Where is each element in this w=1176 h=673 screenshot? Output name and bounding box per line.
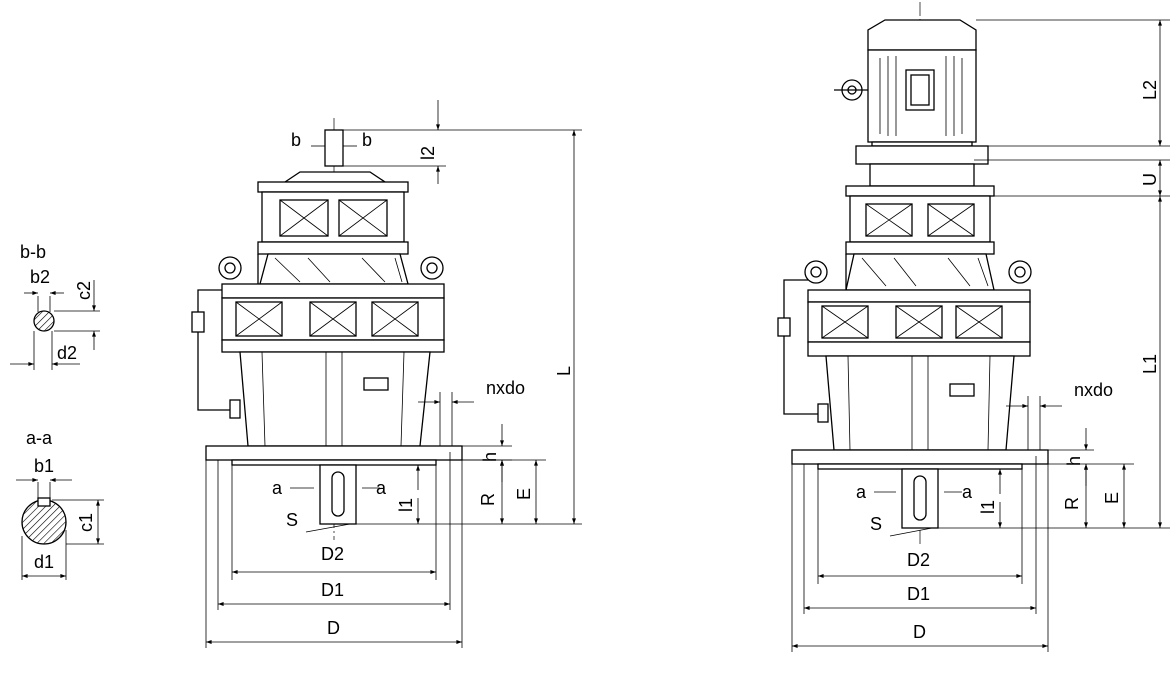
left-l1-label: l1 bbox=[396, 498, 416, 512]
right-D2-label: D2 bbox=[907, 550, 930, 570]
left-lifting-eye-right bbox=[420, 256, 444, 280]
left-section-mark-b1: b bbox=[291, 130, 301, 150]
right-U-label: U bbox=[1140, 173, 1160, 186]
left-reducer-view: b b bbox=[191, 100, 582, 648]
section-b-b-title: b-b bbox=[20, 242, 46, 262]
left-R-label: R bbox=[478, 493, 498, 506]
left-section-mark-a1: a bbox=[272, 478, 283, 498]
right-D-label: D bbox=[913, 622, 926, 642]
right-motor-reducer-view: a a S L2 U L1 nxdo h l1 bbox=[777, 2, 1170, 652]
left-section-mark-b2: b bbox=[362, 130, 372, 150]
right-base-flange bbox=[791, 449, 1049, 465]
right-upper-housing bbox=[849, 195, 991, 243]
right-lifting-eye-right bbox=[1008, 260, 1032, 284]
right-motor-top bbox=[867, 19, 977, 51]
left-h-label: h bbox=[480, 452, 500, 462]
right-output-shaft bbox=[901, 468, 939, 529]
left-nxdo-label: nxdo bbox=[486, 378, 525, 398]
right-S-label: S bbox=[870, 514, 882, 534]
left-E-label: E bbox=[514, 488, 534, 500]
section-a-a: a-a b1 c1 d1 bbox=[16, 428, 104, 580]
right-nxdo-label: nxdo bbox=[1074, 380, 1113, 400]
left-base-flange bbox=[205, 445, 463, 461]
right-R-label: R bbox=[1062, 497, 1082, 510]
left-D1-label: D1 bbox=[321, 580, 344, 600]
right-E-label: E bbox=[1102, 492, 1122, 504]
section-b-b: b-b b2 c2 d2 bbox=[10, 242, 100, 370]
right-lifting-eye-left bbox=[804, 260, 828, 284]
b2-label: b2 bbox=[30, 267, 50, 287]
right-L2-label: L2 bbox=[1140, 80, 1160, 100]
section-a-a-title: a-a bbox=[26, 428, 53, 448]
left-input-shaft bbox=[324, 129, 344, 167]
left-D-label: D bbox=[327, 618, 340, 638]
right-l1-label: l1 bbox=[978, 500, 998, 514]
left-lifting-eye-left bbox=[218, 256, 242, 280]
left-S-label: S bbox=[286, 510, 298, 530]
c2-label: c2 bbox=[74, 281, 94, 300]
left-section-mark-a2: a bbox=[376, 478, 387, 498]
right-h-label: h bbox=[1064, 456, 1084, 466]
c1-label: c1 bbox=[76, 513, 96, 532]
left-D2-label: D2 bbox=[321, 544, 344, 564]
right-D1-label: D1 bbox=[907, 584, 930, 604]
right-motor-flange bbox=[855, 145, 989, 165]
d2-label: d2 bbox=[57, 343, 77, 363]
left-l2-label: l2 bbox=[418, 146, 438, 160]
right-L1-label: L1 bbox=[1140, 354, 1160, 374]
left-L-label: L bbox=[554, 366, 574, 376]
left-output-shaft bbox=[319, 464, 357, 525]
b1-label: b1 bbox=[34, 456, 54, 476]
d1-label: d1 bbox=[34, 552, 54, 572]
shaft-section-b-circle bbox=[33, 310, 55, 332]
right-lower-housing bbox=[825, 355, 1015, 451]
right-section-mark-a2: a bbox=[962, 482, 973, 502]
right-section-mark-a1: a bbox=[856, 482, 867, 502]
